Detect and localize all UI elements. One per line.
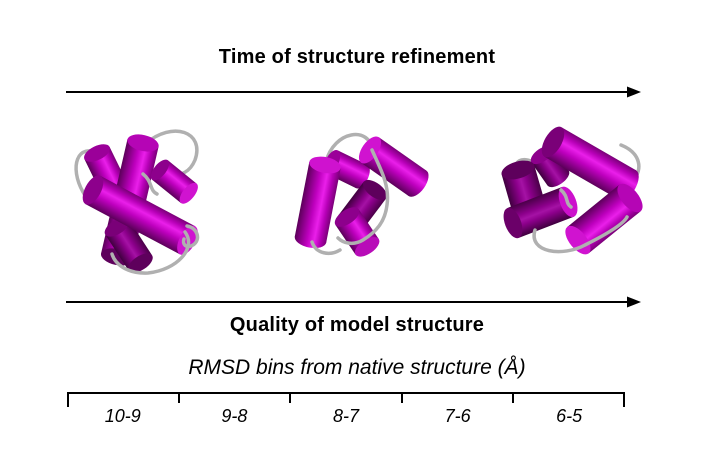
helix-cylinder bbox=[294, 156, 341, 249]
protein-structure-left bbox=[74, 129, 200, 275]
scale-axis-line bbox=[67, 392, 625, 394]
scale-tick bbox=[623, 392, 625, 407]
loop-tube bbox=[181, 224, 200, 249]
time-axis-arrow bbox=[66, 86, 641, 98]
rmsd-bin-label: 8-7 bbox=[332, 406, 359, 426]
arrowhead-icon bbox=[627, 86, 641, 98]
scale-tick bbox=[400, 392, 403, 403]
scale-tick bbox=[177, 392, 180, 403]
scale-tick bbox=[289, 392, 292, 403]
protein-structure-right bbox=[501, 126, 643, 255]
loop-tube bbox=[559, 188, 573, 209]
arrowhead-icon bbox=[627, 296, 641, 308]
loop-tube bbox=[141, 172, 159, 196]
loop-tube bbox=[532, 215, 629, 254]
helix-cylinder bbox=[334, 207, 380, 257]
rmsd-bin-label: 6-5 bbox=[556, 406, 583, 426]
rmsd-bin-label: 7-6 bbox=[444, 406, 471, 426]
loop-tube bbox=[336, 148, 390, 246]
rmsd-bin-label: 9-8 bbox=[221, 406, 248, 426]
scale-tick bbox=[67, 392, 69, 407]
rmsd-scale: 10-9 9-8 8-7 7-6 6-5 bbox=[67, 392, 625, 437]
time-axis-title: Time of structure refinement bbox=[218, 46, 496, 68]
quality-axis-arrow bbox=[66, 296, 641, 308]
quality-axis-title: Quality of model structure bbox=[229, 314, 485, 336]
helix-cylinder bbox=[358, 136, 429, 197]
rmsd-bin-labels: 10-9 9-8 8-7 7-6 6-5 bbox=[67, 406, 625, 427]
rmsd-bin-label: 10-9 bbox=[104, 406, 141, 426]
rmsd-scale-title: RMSD bins from native structure (Å) bbox=[188, 356, 526, 379]
helix-cylinder bbox=[565, 183, 643, 255]
loop-tube bbox=[310, 240, 342, 256]
helix-cylinder bbox=[150, 159, 198, 204]
scale-tick bbox=[512, 392, 515, 403]
protein-structure-middle bbox=[294, 132, 429, 257]
